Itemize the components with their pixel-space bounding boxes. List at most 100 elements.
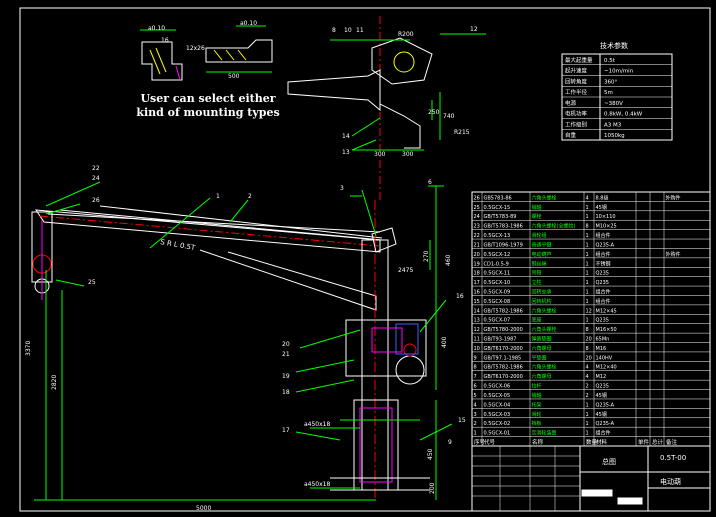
bom-cell: 平垫圈 <box>532 354 547 361</box>
drawing-name: 总图 <box>602 457 616 466</box>
bom-cell: GB5783-86 <box>484 195 512 201</box>
bom-cell: GB/T5783-1986 <box>484 224 523 230</box>
bom-header: 序号 <box>474 438 486 446</box>
mounting-label: 16 <box>161 37 169 44</box>
tech-table-title: 技术参数 <box>600 41 628 50</box>
bom-cell: 拉杆 <box>532 383 542 390</box>
part-label: 19 <box>282 373 290 380</box>
bom-cell: 10 <box>474 346 480 352</box>
bom-cell: 不锈钢 <box>596 260 611 267</box>
bom-header: 名称 <box>532 438 544 446</box>
top-label: 740 <box>443 113 455 120</box>
top-view <box>287 16 441 200</box>
tech-param-name: 工作级别 <box>565 120 587 128</box>
bom-cell: 0.5GCX-05 <box>484 393 511 399</box>
bom-cell: 0.5GCX-13 <box>484 233 511 239</box>
top-label: 12 <box>470 26 478 33</box>
crane-dimensions <box>34 185 444 501</box>
bom-header: 代号 <box>484 438 496 446</box>
bom-cell: 0.5GCX-01 <box>484 431 511 437</box>
part-label: 18 <box>282 389 290 396</box>
dim-label: 400 <box>441 336 448 348</box>
bom-cell: 0.5GCX-06 <box>484 384 511 390</box>
top-label: 10 <box>344 27 352 34</box>
bom-cell: 1 <box>586 421 589 427</box>
bom-cell: 定滑轮装置 <box>532 430 557 437</box>
part-label: 3 <box>340 185 344 192</box>
bom-cell: 普通平键 <box>532 241 552 248</box>
bom-cell: 16 <box>474 289 480 295</box>
bom-cell: 8 <box>586 346 589 352</box>
bom-cell: 6 <box>474 384 477 390</box>
dim-label: 200 <box>429 482 436 494</box>
title-block <box>471 445 711 512</box>
bom-cell: 销轴 <box>532 392 542 399</box>
mounting-label: 500 <box>228 73 240 80</box>
bom-cell: 六角头螺栓 <box>532 194 557 201</box>
bom-cell: 0.5GCX-12 <box>484 252 511 258</box>
top-label: 14 <box>342 133 350 140</box>
bom-cell: 0.5GCX-09 <box>484 289 511 295</box>
bom-cell: 12 <box>586 308 592 314</box>
mounting-detail-b <box>205 25 273 73</box>
bom-cell: 19 <box>474 261 480 267</box>
bom-cell: 4 <box>586 374 589 380</box>
bom-cell: 1 <box>586 299 589 305</box>
bom-cell: Q235 <box>596 271 609 277</box>
part-label: 2 <box>248 193 252 200</box>
top-view-labels: 8 10 11 12 13 14 R200 R215 300 250 300 7… <box>332 26 478 158</box>
tech-param-value: 360° <box>604 79 617 85</box>
dim-label: 460 <box>445 254 452 266</box>
top-label: 13 <box>342 149 350 156</box>
bom-cell: 销轴 <box>532 204 542 211</box>
bom-cell: Q235 <box>596 280 609 286</box>
title-block-text: 总图 0.5T-00 电动葫 <box>602 454 686 486</box>
tech-param-value: ~380V <box>604 101 623 107</box>
part-label: 6 <box>428 179 432 186</box>
bom-cell: 六角头螺栓 <box>532 307 557 314</box>
bom-cell: 螺栓 <box>532 213 542 220</box>
bom-cell: 弹簧垫圈 <box>532 336 552 343</box>
bom-cell: 8 <box>586 327 589 333</box>
bom-cell: 22 <box>474 233 480 239</box>
mounting-label: 12x26 <box>186 45 205 52</box>
part-label: 1 <box>216 193 220 200</box>
bom-cell: Q235 <box>596 318 609 324</box>
tech-param-value: 0.8kW, 0.4kW <box>604 112 643 118</box>
part-label: 21 <box>282 351 290 358</box>
bom-cell: 回转机构 <box>532 298 552 305</box>
bom-cell: 外购件 <box>666 194 681 201</box>
bom-cell: 10×110 <box>596 214 616 220</box>
bom-cell: 1 <box>586 261 589 267</box>
bom-cell: 45钢 <box>596 392 607 399</box>
part-label: 22 <box>92 165 100 172</box>
bom-cell: 底座 <box>532 317 542 324</box>
mounting-detail-a <box>140 29 183 81</box>
bom-cell: 8 <box>586 224 589 230</box>
bom-cell: M16×50 <box>596 327 617 333</box>
tech-param-name: 工作半径 <box>565 88 588 96</box>
bom-cell: 1 <box>586 233 589 239</box>
bom-cell: 1 <box>586 252 589 258</box>
bom-cell: 组合件 <box>596 288 611 295</box>
bom-header: 数量 <box>586 438 598 446</box>
bom-cell: GB/T93-1987 <box>484 337 517 343</box>
bom-cell: 滑轮 <box>532 411 542 418</box>
dim-label: 2820 <box>51 375 58 390</box>
bom-header: 材料 <box>596 438 608 446</box>
part-label: 9 <box>448 439 452 446</box>
top-label: 250 <box>428 109 440 116</box>
bom-cell: GB/T97.1-1985 <box>484 355 522 361</box>
bom-cell: 3 <box>474 412 477 418</box>
part-label: 25 <box>88 279 96 286</box>
bom-cell: 0.5GCX-11 <box>484 271 511 277</box>
bom-cell: Q235 <box>596 384 609 390</box>
bom-cell: CD1-0.5-9 <box>484 261 509 267</box>
bom-cell: 0.5GCX-03 <box>484 412 511 418</box>
boom-text: S R L 0.5T <box>160 238 197 252</box>
bom-cell: 组合件 <box>596 232 611 239</box>
tech-param-name: 电机功率 <box>565 110 588 118</box>
bom-cell: 25 <box>474 205 480 211</box>
